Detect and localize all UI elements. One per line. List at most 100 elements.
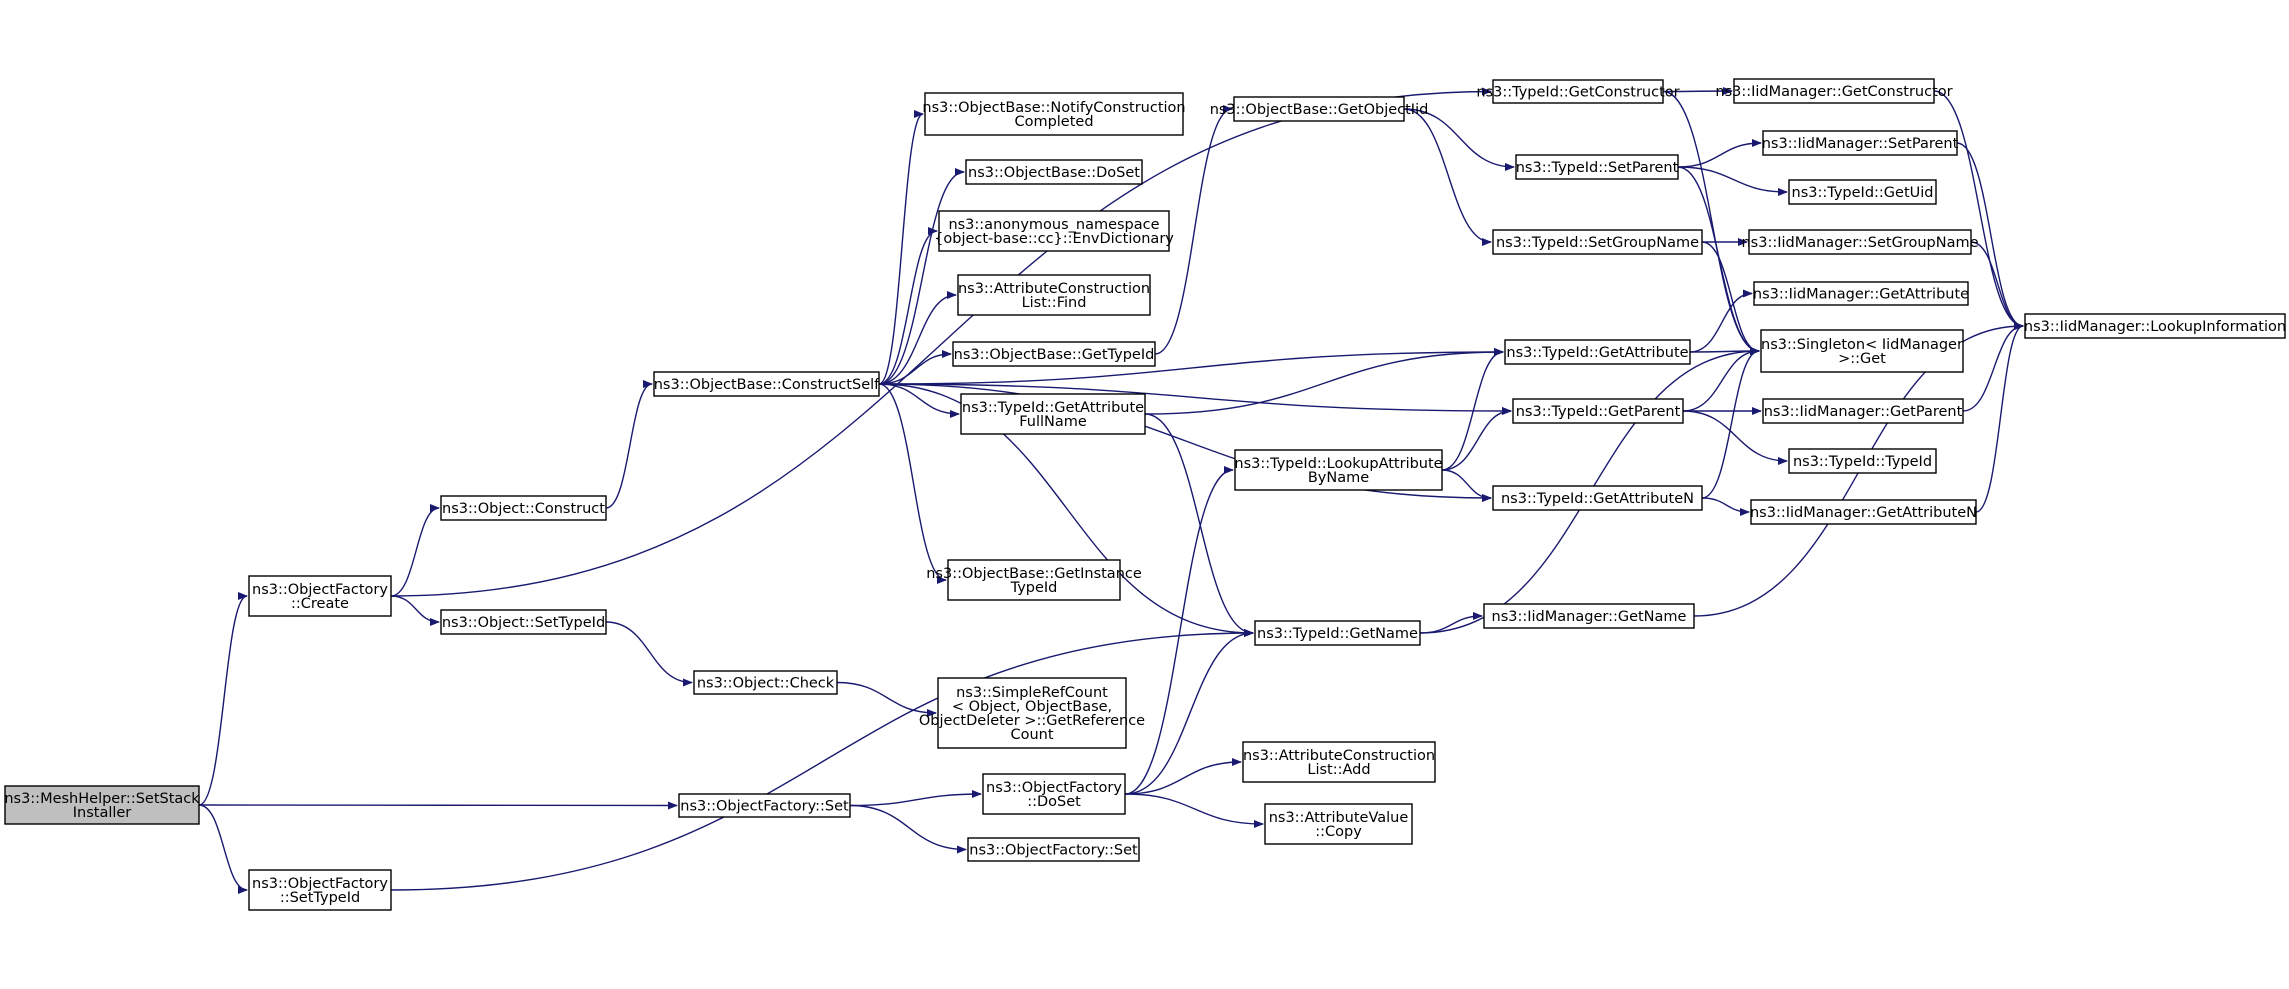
- node-obj-settypeid[interactable]: ns3::Object::SetTypeId: [440, 609, 607, 635]
- node-singleton-get[interactable]: ns3::Singleton< IidManager>::Get: [1760, 329, 1964, 373]
- node-label-line: TypeId: [1010, 580, 1058, 596]
- node-ob-doset[interactable]: ns3::ObjectBase::DoSet: [965, 159, 1143, 185]
- edge-iid-setparent-to-iid-lookupinfo: [1956, 142, 2024, 330]
- edge-ob-constructself-to-ob-notify: [878, 110, 924, 385]
- node-of-create[interactable]: ns3::ObjectFactory::Create: [248, 575, 392, 617]
- node-ob-getobjectiid[interactable]: ns3::ObjectBase::GetObjectIid: [1210, 96, 1429, 122]
- node-tid-getname[interactable]: ns3::TypeId::GetName: [1254, 620, 1421, 646]
- edge-ob-gettypeid-to-ob-getobjectiid: [1154, 105, 1233, 355]
- node-iid-getconstructor[interactable]: ns3::IidManager::GetConstructor: [1715, 78, 1953, 104]
- node-box: [937, 677, 1127, 749]
- node-label-line: ns3::TypeId::GetAttributeN: [1501, 491, 1694, 507]
- edge-tid-getattribute-to-iid-getattribute: [1689, 289, 1753, 353]
- edge-of-create-to-obj-construct: [390, 504, 440, 597]
- node-box: [1788, 179, 1937, 205]
- node-label-line: ns3::AttributeConstruction: [958, 281, 1150, 297]
- node-ob-constructself[interactable]: ns3::ObjectBase::ConstructSelf: [653, 371, 880, 397]
- node-of-set[interactable]: ns3::ObjectFactory::Set: [678, 793, 851, 818]
- node-box: [693, 670, 838, 695]
- node-iid-getparent[interactable]: ns3::IidManager::GetParent: [1762, 398, 1964, 424]
- node-label-line: ns3::ObjectFactory: [252, 582, 388, 598]
- node-box: [1760, 329, 1964, 373]
- node-tid-setgroupname[interactable]: ns3::TypeId::SetGroupName: [1492, 229, 1703, 255]
- node-label-line: ns3::IidManager::GetAttribute: [1753, 287, 1969, 303]
- edge-iid-getconstructor-to-iid-lookupinfo: [1933, 90, 2024, 330]
- edge-ob-constructself-to-anon-envdict: [878, 227, 938, 385]
- node-label-line: ns3::TypeId::TypeId: [1793, 454, 1932, 470]
- node-label-line: ns3::AttributeValue: [1269, 810, 1409, 826]
- node-label-line: ns3::ObjectFactory::Set: [969, 843, 1138, 859]
- node-label-line: ns3::TypeId::SetGroupName: [1496, 235, 1699, 251]
- node-box: [1242, 741, 1436, 783]
- node-box: [957, 274, 1151, 316]
- node-label-line: ns3::SimpleRefCount: [956, 685, 1108, 701]
- edge-ob-constructself-to-tid-getattribute: [878, 348, 1504, 385]
- node-iid-lookupinfo[interactable]: ns3::IidManager::LookupInformation: [2024, 313, 2286, 339]
- node-label-line: ns3::anonymous_namespace: [948, 217, 1159, 233]
- edge-tid-getattrfullname-to-tid-getattribute: [1144, 348, 1504, 415]
- node-tid-getattribute[interactable]: ns3::TypeId::GetAttribute: [1504, 339, 1691, 365]
- node-label-line: Completed: [1014, 114, 1093, 130]
- node-label-line: ns3::ObjectBase::DoSet: [968, 165, 1140, 181]
- edge-obj-settypeid-to-obj-check: [605, 621, 693, 687]
- node-tid-getconstructor[interactable]: ns3::TypeId::GetConstructor: [1476, 79, 1680, 104]
- edge-ob-constructself-to-ob-doset: [878, 168, 965, 385]
- node-box: [653, 371, 880, 397]
- node-label-line: FullName: [1019, 414, 1087, 430]
- node-of-settypeid[interactable]: ns3::ObjectFactory::SetTypeId: [248, 869, 392, 911]
- node-av-copy[interactable]: ns3::AttributeValue::Copy: [1264, 803, 1413, 845]
- node-tid-setparent[interactable]: ns3::TypeId::SetParent: [1515, 154, 1679, 180]
- edge-obj-check-to-src-getrefcount: [836, 681, 937, 717]
- node-label-line: >::Get: [1838, 351, 1886, 367]
- node-label-line: ns3::TypeId::GetAttribute: [1506, 345, 1688, 361]
- node-iid-getattributen[interactable]: ns3::IidManager::GetAttributeN: [1750, 499, 1977, 525]
- node-obj-check[interactable]: ns3::Object::Check: [693, 670, 838, 695]
- node-box: [1512, 398, 1684, 424]
- node-box: [2024, 313, 2286, 339]
- edge-tid-getparent-to-tid-typeid: [1682, 410, 1788, 465]
- node-tid-getattributen[interactable]: ns3::TypeId::GetAttributeN: [1492, 485, 1703, 511]
- node-src-getrefcount[interactable]: ns3::SimpleRefCount< Object, ObjectBase,…: [919, 677, 1145, 749]
- edge-of-doset-to-acl-add: [1124, 758, 1242, 795]
- node-label-line: Installer: [73, 805, 132, 821]
- node-anon-envdict[interactable]: ns3::anonymous_namespace{object-base::cc…: [934, 210, 1174, 252]
- node-ob-gettypeid[interactable]: ns3::ObjectBase::GetTypeId: [952, 341, 1156, 367]
- edge-ob-constructself-to-acl-find: [878, 291, 957, 385]
- node-iid-setgroupname[interactable]: ns3::IidManager::SetGroupName: [1741, 229, 1979, 255]
- node-box: [440, 609, 607, 635]
- node-iid-getattribute[interactable]: ns3::IidManager::GetAttribute: [1753, 281, 1969, 306]
- edge-of-create-to-tid-getconstructor: [390, 87, 1492, 597]
- node-label-line: ns3::TypeId::SetParent: [1516, 160, 1679, 176]
- node-box: [248, 869, 392, 911]
- node-iid-setparent[interactable]: ns3::IidManager::SetParent: [1762, 130, 1959, 156]
- edge-obj-construct-to-ob-constructself: [605, 380, 653, 509]
- edge-of-settypeid-to-tid-getname: [390, 629, 1254, 891]
- node-ob-notify[interactable]: ns3::ObjectBase::NotifyConstructionCompl…: [922, 92, 1186, 136]
- node-box: [1492, 485, 1703, 511]
- node-tid-getuid[interactable]: ns3::TypeId::GetUid: [1788, 179, 1937, 205]
- node-of-doset[interactable]: ns3::ObjectFactory::DoSet: [982, 773, 1126, 815]
- node-tid-typeid[interactable]: ns3::TypeId::TypeId: [1788, 448, 1937, 474]
- edge-ob-getobjectiid-to-tid-setparent: [1403, 108, 1515, 171]
- edge-ob-constructself-to-ob-gettypeid: [878, 350, 952, 385]
- node-tid-getparent[interactable]: ns3::TypeId::GetParent: [1512, 398, 1684, 424]
- node-label-line: ::DoSet: [1027, 794, 1081, 810]
- edge-ob-constructself-to-ob-getinstancetypeid: [878, 383, 947, 584]
- node-box: [1753, 281, 1969, 306]
- node-obj-construct[interactable]: ns3::Object::Construct: [440, 495, 607, 521]
- edge-tid-lookupattr-to-tid-getparent: [1441, 407, 1512, 471]
- node-label-line: ns3::IidManager::GetAttributeN: [1750, 505, 1977, 521]
- edge-of-create-to-obj-settypeid: [390, 595, 440, 626]
- node-of-set2[interactable]: ns3::ObjectFactory::Set: [967, 837, 1140, 862]
- node-box: [1733, 78, 1935, 104]
- node-box: [1748, 229, 1972, 255]
- node-label-line: ns3::ObjectBase::NotifyConstruction: [922, 100, 1185, 116]
- node-label-line: ns3::IidManager::LookupInformation: [2024, 319, 2286, 335]
- node-iid-getname[interactable]: ns3::IidManager::GetName: [1483, 603, 1695, 629]
